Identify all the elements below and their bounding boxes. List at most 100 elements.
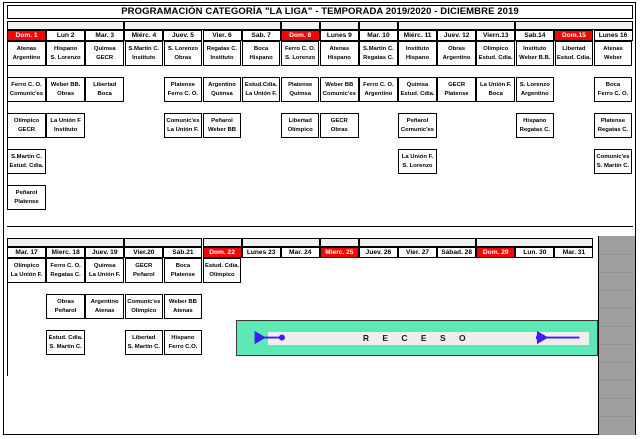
date-header-cell[interactable]: Mar. 31 <box>554 247 594 258</box>
match-home-team: Boca <box>253 45 269 52</box>
date-header-cell[interactable]: Dom. 8 <box>280 30 320 41</box>
date-header-cell[interactable]: Juev. 5 <box>163 30 203 41</box>
date-header-cell[interactable]: Dom.15 <box>554 30 594 41</box>
date-header-cell[interactable]: Mar. 17 <box>7 247 47 258</box>
date-header-cell[interactable]: Dom. 22 <box>202 247 242 258</box>
date-header-cell[interactable]: Vier. 6 <box>202 30 242 41</box>
match-cell[interactable]: La Unión F.S. Lorenzo <box>398 149 437 174</box>
date-header-cell[interactable]: Vier.20 <box>124 247 164 258</box>
date-header-cell[interactable]: Sab.14 <box>515 30 555 41</box>
date-header-cell[interactable]: Sáb.21 <box>163 247 203 258</box>
right-gutter-column[interactable] <box>598 236 636 435</box>
date-header-cell[interactable]: Lunes 16 <box>593 30 633 41</box>
date-header-cell[interactable]: Mar. 3 <box>85 30 125 41</box>
date-header-cell[interactable]: Miérc. 4 <box>124 30 164 41</box>
match-home-team: GECR <box>330 117 348 124</box>
date-header-cell[interactable]: Juev. 26 <box>358 247 398 258</box>
match-cell[interactable]: Regatas C.Instituto <box>202 41 242 66</box>
date-header-cell[interactable]: Vier. 27 <box>398 247 438 258</box>
match-cell[interactable]: Weber BB.Obras <box>46 77 85 102</box>
gutter-rule <box>599 344 635 345</box>
date-header-cell[interactable]: Miérc. 11 <box>398 30 438 41</box>
match-cell[interactable]: S.Martín C.Instituto <box>124 41 164 66</box>
match-cell[interactable]: La Unión F.Boca <box>476 77 515 102</box>
date-header-cell[interactable]: Lunes 23 <box>241 247 281 258</box>
match-cell[interactable]: Ferro C. O.S. Lorenzo <box>280 41 320 66</box>
match-away-team: Regatas C. <box>363 54 394 61</box>
date-header-cell[interactable]: Mierc. 25 <box>319 247 359 258</box>
grid-rail <box>7 41 8 191</box>
match-cell[interactable]: Estud. Cdia.Olímpico <box>202 258 242 283</box>
gutter-rule <box>599 380 635 381</box>
date-header-cell[interactable]: Mar. 24 <box>280 247 320 258</box>
match-away-team: Hispano <box>327 54 351 61</box>
match-cell[interactable]: S.Martín C.Estud. Cdia. <box>7 149 46 174</box>
date-header-cell[interactable]: Juev. 19 <box>85 247 125 258</box>
match-away-team: Weber BB <box>207 126 236 133</box>
match-cell[interactable]: S.Martín C.Regatas C. <box>359 41 398 66</box>
match-away-team: La Unión F. <box>10 271 43 278</box>
date-header-cell[interactable]: Viern.13 <box>476 30 516 41</box>
schedule-frame <box>3 2 636 435</box>
match-cell[interactable]: Ferro C. O.Argentino <box>359 77 398 102</box>
date-header-cell[interactable]: Lun 2 <box>46 30 86 41</box>
date-header-cell[interactable]: Mar. 10 <box>358 30 398 41</box>
date-header-cell[interactable]: Lun. 30 <box>515 247 555 258</box>
match-cell[interactable]: Estud. Cdia.S. Martín C. <box>46 330 85 355</box>
match-cell[interactable]: Ferro C. O.Regatas C. <box>46 258 85 283</box>
date-header-cell[interactable]: Dom. 1 <box>7 30 47 41</box>
match-away-team: Olímpico <box>287 126 313 133</box>
date-header-cell[interactable]: Mierc. 18 <box>46 247 86 258</box>
date-header-cell[interactable]: Sab. 7 <box>241 30 281 41</box>
date-header-cell[interactable]: Dom. 29 <box>476 247 516 258</box>
match-cell[interactable]: Estud.Cdia.La Unión F. <box>241 77 281 102</box>
date-header-cell[interactable]: Juev. 12 <box>437 30 477 41</box>
date-header-cell[interactable]: Sábad. 28 <box>437 247 477 258</box>
match-cell[interactable]: Ferro C. O.Comunic'es <box>7 77 46 102</box>
match-away-team: La Unión F. <box>88 271 121 278</box>
date-header-cell[interactable]: Lunes 9 <box>319 30 359 41</box>
